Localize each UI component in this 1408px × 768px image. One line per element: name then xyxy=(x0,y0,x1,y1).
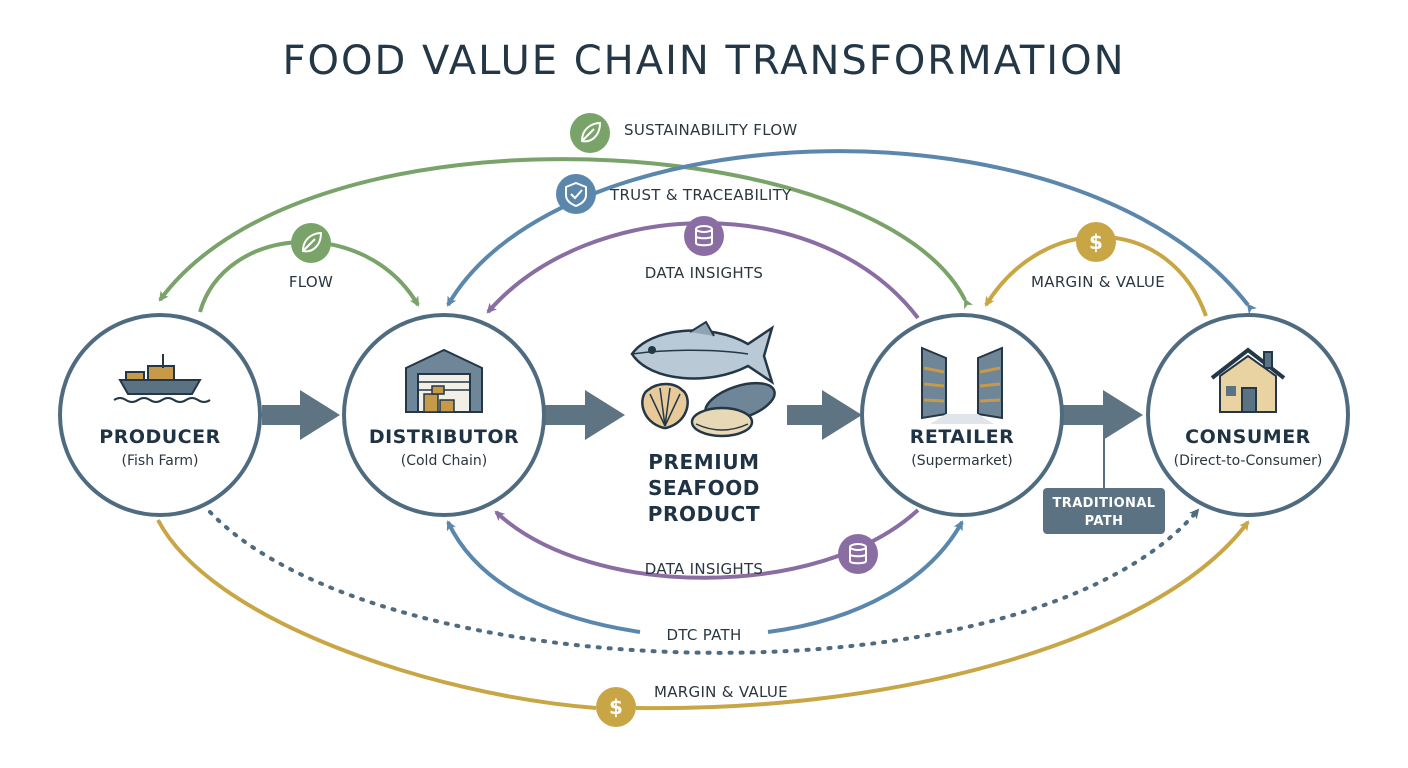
producer-sub: (Fish Farm) xyxy=(122,453,199,469)
dollar-icon: $ xyxy=(1076,222,1116,262)
supermarket-aisle-icon xyxy=(921,346,1003,424)
shield-check-icon xyxy=(556,174,596,214)
trust-traceability-arc xyxy=(446,149,1257,315)
consumer-sub: (Direct-to-Consumer) xyxy=(1174,453,1323,469)
dtc-path-arc-left xyxy=(446,520,641,634)
center-line-3: PRODUCT xyxy=(648,502,760,526)
distributor-name: DISTRIBUTOR xyxy=(369,426,519,448)
center-line-1: PREMIUM xyxy=(648,450,759,474)
center-line-2: SEAFOOD xyxy=(648,476,760,500)
scallop-shell-icon xyxy=(641,382,689,430)
margin-value-bottom-arc-left xyxy=(156,519,597,710)
data-insights-top-label: DATA INSIGHTS xyxy=(645,264,764,282)
margin-value-top-label: MARGIN & VALUE xyxy=(1031,273,1165,291)
sustainability-flow-label: SUSTAINABILITY FLOW xyxy=(624,121,798,139)
consumer-node: CONSUMER (Direct-to-Consumer) xyxy=(1146,313,1350,517)
retailer-node: RETAILER (Supermarket) xyxy=(860,313,1064,517)
traditional-path-line-2: PATH xyxy=(1085,514,1124,529)
retailer-name: RETAILER xyxy=(910,426,1015,448)
traditional-path-badge: TRADITIONAL PATH xyxy=(1043,488,1165,534)
arrow-distributor-to-product xyxy=(545,390,625,440)
retailer-sub: (Supermarket) xyxy=(911,453,1012,469)
page-title: FOOD VALUE CHAIN TRANSFORMATION xyxy=(282,38,1126,84)
arrow-retailer-to-consumer xyxy=(1063,390,1143,440)
margin-value-bottom-label: MARGIN & VALUE xyxy=(654,683,788,701)
dotted-direct-path xyxy=(208,508,1200,655)
distributor-sub: (Cold Chain) xyxy=(401,453,487,469)
data-insights-bottom-label: DATA INSIGHTS xyxy=(645,560,764,578)
distributor-node: DISTRIBUTOR (Cold Chain) xyxy=(342,313,546,517)
database-icon-bottom xyxy=(838,534,878,574)
consumer-name: CONSUMER xyxy=(1185,426,1311,448)
dtc-path-arc xyxy=(767,520,964,634)
producer-node: PRODUCER (Fish Farm) xyxy=(58,313,262,517)
fish-icon xyxy=(630,320,775,385)
database-icon xyxy=(684,216,724,256)
svg-text:$: $ xyxy=(1089,230,1103,254)
leaf-icon-small xyxy=(291,223,331,263)
dollar-icon-bottom: $ xyxy=(596,687,636,727)
warehouse-icon xyxy=(405,348,483,413)
producer-name: PRODUCER xyxy=(99,426,220,448)
house-icon xyxy=(1210,347,1286,413)
clam-icon xyxy=(690,406,754,438)
margin-value-bottom-arc-right xyxy=(635,520,1250,711)
svg-text:$: $ xyxy=(609,695,623,719)
center-product: PREMIUM SEAFOOD PRODUCT xyxy=(630,320,776,526)
leaf-icon xyxy=(570,113,610,153)
traditional-path-line-1: TRADITIONAL xyxy=(1053,496,1156,511)
dtc-path-label: DTC PATH xyxy=(666,626,741,644)
trust-traceability-label: TRUST & TRACEABILITY xyxy=(609,186,792,204)
flow-label: FLOW xyxy=(289,273,333,291)
boat-icon xyxy=(113,354,211,403)
arrow-producer-to-distributor xyxy=(262,390,340,440)
sustainability-flow-arc xyxy=(158,157,974,310)
arrow-product-to-retailer xyxy=(787,390,862,440)
